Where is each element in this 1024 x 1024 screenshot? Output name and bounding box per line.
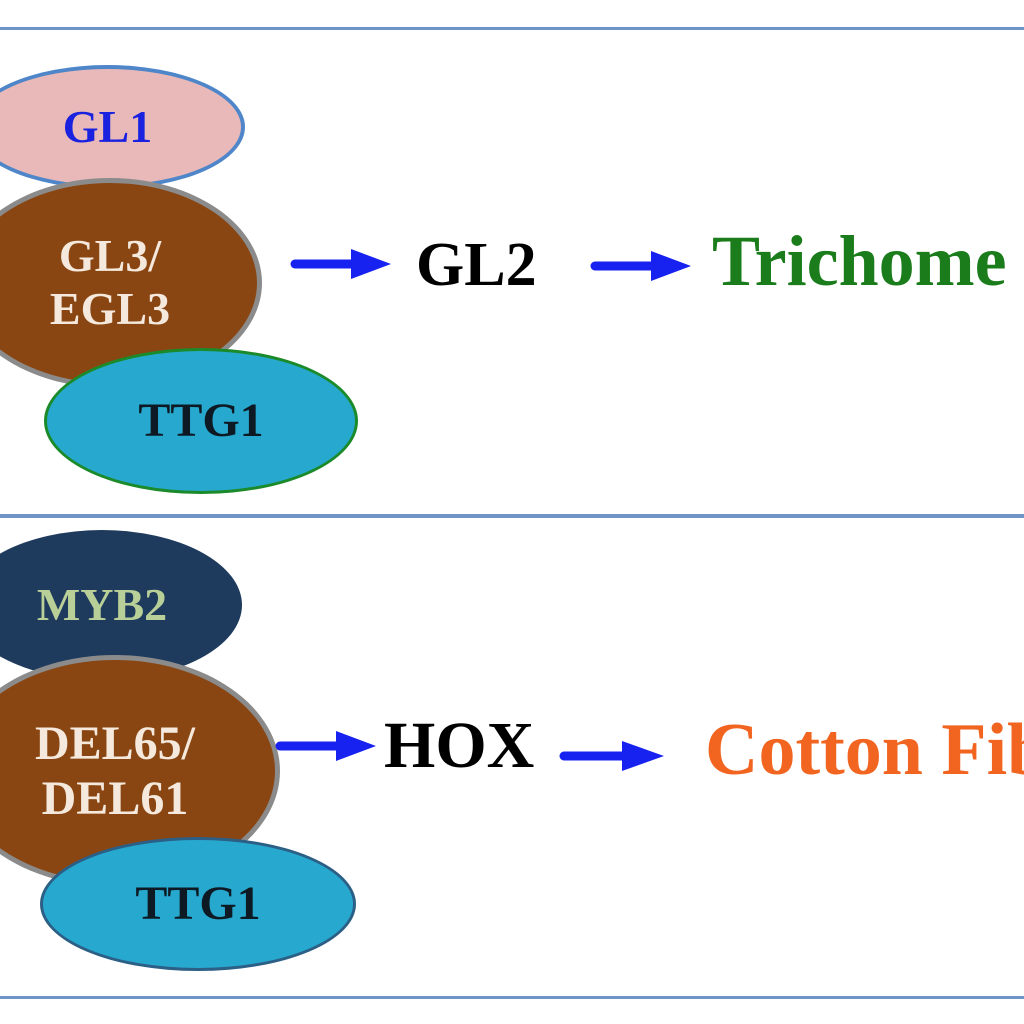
arrow-to-gl2 (290, 249, 391, 279)
arrow-to-cotton-fiber (559, 741, 664, 771)
myb2-label: MYB2 (36, 578, 168, 630)
ttg1-protein-oval-bottom: TTG1 (40, 837, 356, 971)
ttg1-protein-oval-top: TTG1 (44, 348, 358, 494)
ttg1-label-top: TTG1 (138, 394, 264, 448)
hox-gene-label: HOX (384, 709, 535, 782)
arrow-to-trichome (590, 251, 691, 281)
gl2-gene-label: GL2 (416, 231, 537, 299)
del65-del61-label: DEL65/ DEL61 (34, 716, 196, 825)
trichome-outcome-label: Trichome (712, 221, 1007, 301)
arrow-to-hox (275, 731, 376, 761)
del65-del61-protein-oval: DEL65/ DEL61 (0, 655, 280, 887)
cotton-fiber-outcome-label: Cotton Fiber (705, 709, 1024, 791)
gl1-label: GL1 (62, 100, 153, 152)
ttg1-label-bottom: TTG1 (135, 877, 261, 931)
gl1-protein-oval: GL1 (0, 65, 245, 189)
gl3-egl3-label: GL3/ EGL3 (49, 230, 171, 334)
